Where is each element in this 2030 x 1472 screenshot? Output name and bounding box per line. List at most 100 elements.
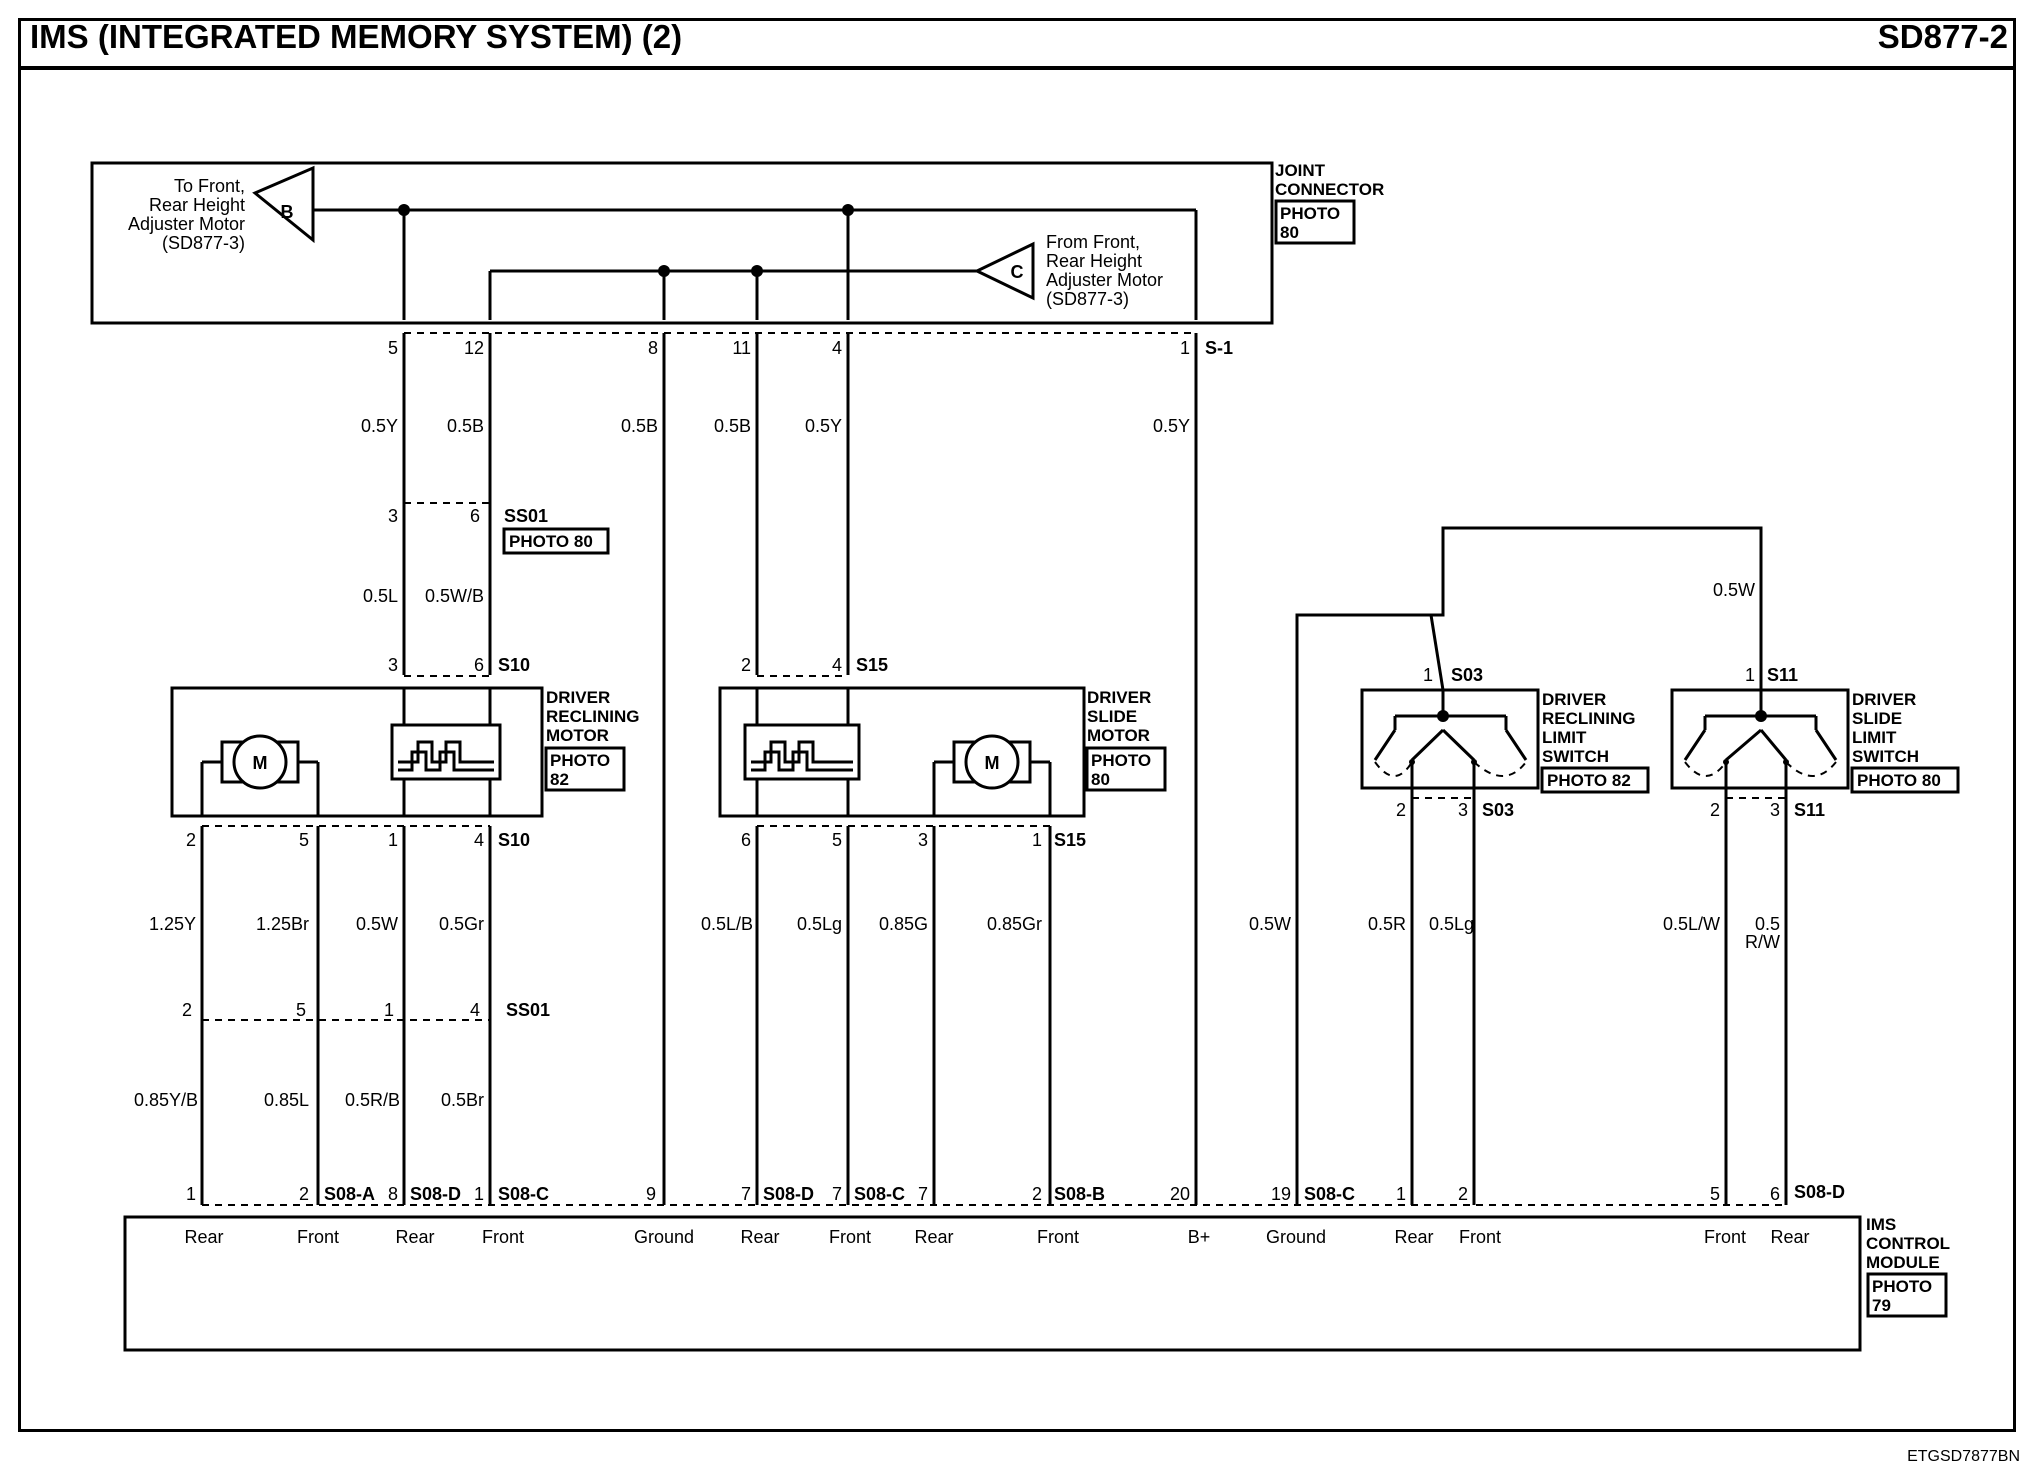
ss01-bot-pin: 5 — [296, 1000, 306, 1020]
wire-label: 0.5 — [1755, 914, 1780, 934]
motor-m-label: M — [985, 753, 1000, 773]
ref-c-letter: C — [1011, 262, 1024, 282]
ref-c-text-3: Adjuster Motor — [1046, 270, 1163, 290]
wire-label: 0.5W — [1713, 580, 1755, 600]
slide-photo: 80 — [1091, 770, 1110, 789]
ss01-photo-box — [502, 527, 610, 555]
slide-top-pin: 2 — [741, 655, 751, 675]
ims-module-name: IMS — [1866, 1215, 1896, 1234]
jpin-8: 8 — [648, 338, 658, 358]
slide-bot-conn: S15 — [1054, 830, 1086, 850]
ims-conn: S08-D — [410, 1184, 461, 1204]
recline-bot-pin: 1 — [388, 830, 398, 850]
slide-photo-box — [1085, 746, 1167, 792]
ims-conn: S08-C — [1304, 1184, 1355, 1204]
slide-limit-name: DRIVER — [1852, 690, 1916, 709]
ims-pin: 2 — [1032, 1184, 1042, 1204]
recline-limit-photo: PHOTO 82 — [1547, 771, 1631, 790]
ims-conn: S08-B — [1054, 1184, 1105, 1204]
ims-terminal: Front — [829, 1227, 871, 1247]
wire-label: 0.5L — [363, 586, 398, 606]
recline-bot-pin: 5 — [299, 830, 309, 850]
ims-terminal: Rear — [740, 1227, 779, 1247]
recline-motor-box — [170, 686, 544, 818]
slide-photo: PHOTO — [1091, 751, 1151, 770]
slide-motor-box — [718, 686, 1086, 818]
ims-terminal: Ground — [634, 1227, 694, 1247]
wire-label: 0.5L/W — [1663, 914, 1720, 934]
ims-conn: S08-C — [854, 1184, 905, 1204]
ims-pin: 9 — [646, 1184, 656, 1204]
ims-terminal: Rear — [1770, 1227, 1809, 1247]
recline-bot-pin: 4 — [474, 830, 484, 850]
joint-connector-id: S-1 — [1205, 338, 1233, 358]
ims-conn: S08-A — [324, 1184, 375, 1204]
slide-limit-photo: PHOTO 80 — [1857, 771, 1941, 790]
recline-top-pin: 3 — [388, 655, 398, 675]
ims-pin: 1 — [1396, 1184, 1406, 1204]
recline-limit-bot-conn: S03 — [1482, 800, 1514, 820]
recline-limit-name: LIMIT — [1542, 728, 1587, 747]
jpin-5: 5 — [388, 338, 398, 358]
recline-limit-bot-pin: 2 — [1396, 800, 1406, 820]
slide-lower-wires — [755, 826, 1052, 1205]
wire-label: 0.5B — [621, 416, 658, 436]
recline-top-conn: S10 — [498, 655, 530, 675]
ims-module-box — [123, 1215, 1862, 1352]
wire-label: 0.5W — [356, 914, 398, 934]
ss01-top-label: SS01 — [504, 506, 548, 526]
recline-limit-bot-pin: 3 — [1458, 800, 1468, 820]
ref-c-text-2: Rear Height — [1046, 251, 1142, 271]
joint-bus-lines — [313, 204, 1198, 320]
diagram-frame — [18, 18, 2016, 1432]
ims-terminal: Ground — [1266, 1227, 1326, 1247]
slide-motor-name: SLIDE — [1087, 707, 1137, 726]
wire-label: 0.5W/B — [425, 586, 484, 606]
ref-c-triangle — [973, 241, 1035, 301]
recline-limit-name: SWITCH — [1542, 747, 1609, 766]
ss01-top-pin-3: 3 — [388, 506, 398, 526]
slide-motor-name: DRIVER — [1087, 688, 1151, 707]
ims-module-name: MODULE — [1866, 1253, 1940, 1272]
ss01-bot-label: SS01 — [506, 1000, 550, 1020]
recline-encoder — [390, 688, 502, 815]
ref-b-text-3: Adjuster Motor — [128, 214, 245, 234]
ims-pin: 2 — [299, 1184, 309, 1204]
ss01-top-pin-6: 6 — [470, 506, 480, 526]
slide-top-conn: S15 — [856, 655, 888, 675]
joint-wire-labels: 0.5Y 0.5B 0.5B 0.5B 0.5Y 0.5Y — [361, 416, 1190, 436]
ss01-bot-pin: 1 — [384, 1000, 394, 1020]
ims-pin: 19 — [1271, 1184, 1291, 1204]
ims-terminal: Front — [482, 1227, 524, 1247]
wire-label: 0.85G — [879, 914, 928, 934]
joint-pin-labels: 5 12 8 11 4 1 — [388, 338, 1190, 358]
ims-terminal: Rear — [395, 1227, 434, 1247]
slide-motor-symbol — [932, 734, 1052, 815]
joint-name-1: JOINT — [1275, 161, 1326, 180]
jpin-4: 4 — [832, 338, 842, 358]
ref-b-text-2: Rear Height — [149, 195, 245, 215]
slide-limit-photo-box — [1850, 766, 1960, 794]
ref-c-text-4: (SD877-3) — [1046, 289, 1129, 309]
recline-bot-pin: 2 — [186, 830, 196, 850]
slide-bot-pin: 1 — [1032, 830, 1042, 850]
ims-module-name: CONTROL — [1866, 1234, 1950, 1253]
ims-conn: S08-C — [498, 1184, 549, 1204]
slide-bot-pin: 3 — [918, 830, 928, 850]
diagram-code: SD877-2 — [1877, 18, 2008, 55]
ss01-bot-pin: 2 — [182, 1000, 192, 1020]
wire-label: 0.5Y — [361, 416, 398, 436]
slide-limit-bot-pin: 2 — [1710, 800, 1720, 820]
slide-limit-name: SLIDE — [1852, 709, 1902, 728]
wire-label: 0.5Gr — [439, 914, 484, 934]
joint-connector-box — [90, 161, 1274, 325]
title-bar — [18, 18, 2016, 70]
ims-pin: 7 — [918, 1184, 928, 1204]
wire-label: 0.5Lg — [797, 914, 842, 934]
recline-limit-photo-box — [1540, 766, 1650, 794]
recline-motor-name: RECLINING — [546, 707, 640, 726]
slide-bot-pin: 6 — [741, 830, 751, 850]
ims-connector-ids: S08-A S08-D S08-C S08-D S08-C S08-B S08-… — [324, 1182, 1845, 1204]
ss01-bot-pin: 4 — [470, 1000, 480, 1020]
slide-limit-name: SWITCH — [1852, 747, 1919, 766]
